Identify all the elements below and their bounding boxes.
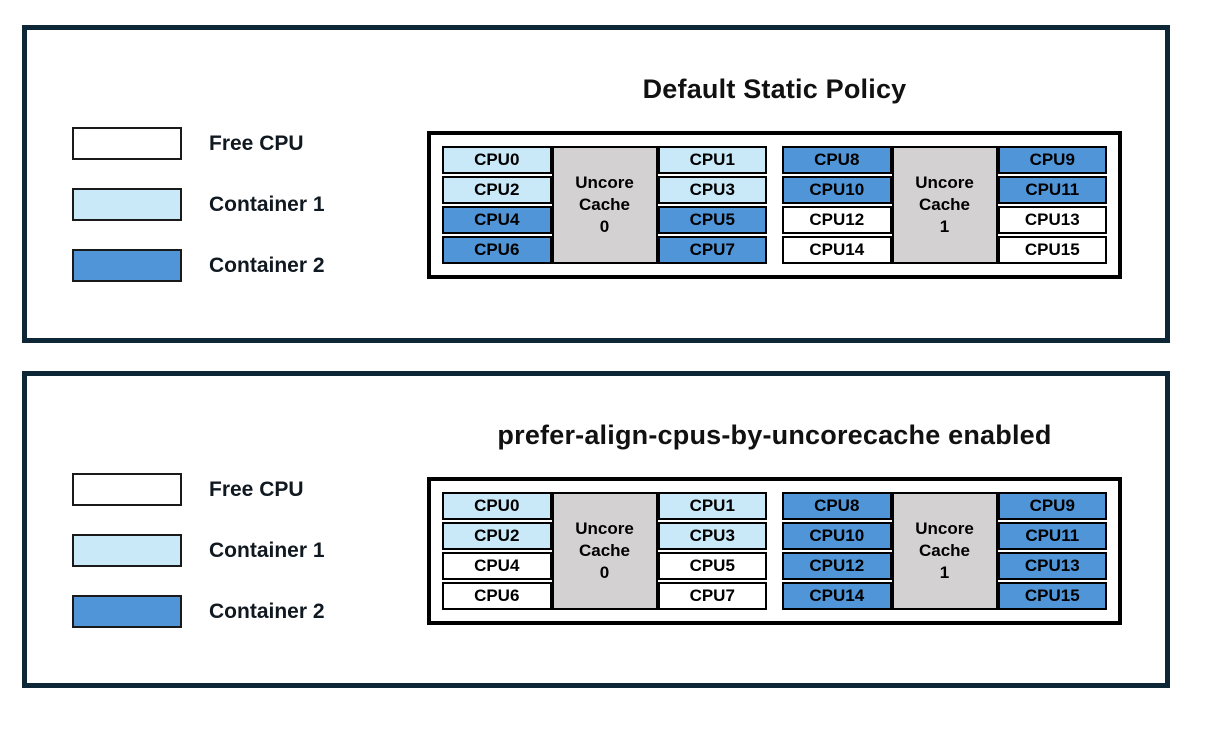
- panel-default-static-policy: Default Static Policy Free CPU Container…: [22, 25, 1170, 343]
- cpu-cell: CPU15: [997, 582, 1107, 610]
- legend-item-container-1: Container 1: [72, 188, 325, 221]
- cpu-column-right: CPU9 CPU11 CPU13 CPU15: [997, 146, 1107, 264]
- cpu-cell: CPU2: [442, 522, 552, 550]
- cpu-cell: CPU8: [782, 146, 892, 174]
- cpu-cell: CPU12: [782, 206, 892, 234]
- legend: Free CPU Container 1 Container 2: [72, 473, 325, 656]
- panel-prefer-align-enabled: prefer-align-cpus-by-uncorecache enabled…: [22, 371, 1170, 688]
- cpu-cell: CPU3: [657, 176, 767, 204]
- cpu-column-left: CPU0 CPU2 CPU4 CPU6: [442, 492, 552, 610]
- legend-item-container-2: Container 2: [72, 595, 325, 628]
- cpu-cell: CPU8: [782, 492, 892, 520]
- uncore-cache-block-0: Uncore Cache 0: [551, 492, 658, 610]
- uncore-cache-group-1: CPU8 CPU10 CPU12 CPU14 Uncore Cache 1 CP…: [782, 146, 1107, 264]
- socket-diagram: CPU0 CPU2 CPU4 CPU6 Uncore Cache 0 CPU1 …: [427, 131, 1122, 279]
- uncore-cache-group-0: CPU0 CPU2 CPU4 CPU6 Uncore Cache 0 CPU1 …: [442, 492, 767, 610]
- cpu-column-right: CPU9 CPU11 CPU13 CPU15: [997, 492, 1107, 610]
- cpu-column-right: CPU1 CPU3 CPU5 CPU7: [657, 146, 767, 264]
- cpu-column-left: CPU8 CPU10 CPU12 CPU14: [782, 492, 892, 610]
- cpu-column-left: CPU8 CPU10 CPU12 CPU14: [782, 146, 892, 264]
- socket-diagram: CPU0 CPU2 CPU4 CPU6 Uncore Cache 0 CPU1 …: [427, 477, 1122, 625]
- cpu-cell: CPU0: [442, 146, 552, 174]
- cpu-cell: CPU0: [442, 492, 552, 520]
- cpu-cell: CPU1: [657, 492, 767, 520]
- cpu-cell: CPU13: [997, 206, 1107, 234]
- legend-label: Container 1: [209, 538, 325, 562]
- panel-title: Default Static Policy: [642, 74, 907, 104]
- cache-label-line: Cache: [578, 540, 631, 560]
- cpu-cell: CPU5: [657, 206, 767, 234]
- legend-swatch-container-2: [72, 595, 182, 628]
- legend-item-free-cpu: Free CPU: [72, 127, 325, 160]
- cpu-cell: CPU9: [997, 146, 1107, 174]
- cpu-cell: CPU1: [657, 146, 767, 174]
- legend-swatch-container-2: [72, 249, 182, 282]
- cache-label-line: Uncore: [915, 172, 974, 192]
- cpu-cell: CPU7: [657, 582, 767, 610]
- legend-label: Container 2: [209, 253, 325, 277]
- uncore-cache-group-0: CPU0 CPU2 CPU4 CPU6 Uncore Cache 0 CPU1 …: [442, 146, 767, 264]
- cpu-cell: CPU6: [442, 236, 552, 264]
- cpu-cell: CPU4: [442, 552, 552, 580]
- cpu-cell: CPU9: [997, 492, 1107, 520]
- legend-item-container-2: Container 2: [72, 249, 325, 282]
- legend-label: Free CPU: [209, 477, 304, 501]
- legend-label: Container 2: [209, 599, 325, 623]
- uncore-cache-block-0: Uncore Cache 0: [551, 146, 658, 264]
- cpu-cell: CPU10: [782, 522, 892, 550]
- cpu-cell: CPU11: [997, 176, 1107, 204]
- cpu-cell: CPU13: [997, 552, 1107, 580]
- cache-label-line: Cache: [918, 540, 971, 560]
- cache-label-line: Uncore: [575, 518, 634, 538]
- cache-label-line: Cache: [578, 194, 631, 214]
- uncore-cache-group-1: CPU8 CPU10 CPU12 CPU14 Uncore Cache 1 CP…: [782, 492, 1107, 610]
- legend-label: Container 1: [209, 192, 325, 216]
- cpu-cell: CPU14: [782, 582, 892, 610]
- uncore-cache-block-1: Uncore Cache 1: [891, 146, 998, 264]
- cpu-cell: CPU3: [657, 522, 767, 550]
- cpu-cell: CPU10: [782, 176, 892, 204]
- cpu-cell: CPU2: [442, 176, 552, 204]
- cpu-cell: CPU6: [442, 582, 552, 610]
- cache-label-line: Uncore: [915, 518, 974, 538]
- legend-swatch-free-cpu: [72, 473, 182, 506]
- cpu-cell: CPU12: [782, 552, 892, 580]
- cpu-column-left: CPU0 CPU2 CPU4 CPU6: [442, 146, 552, 264]
- legend-swatch-container-1: [72, 188, 182, 221]
- cpu-cell: CPU7: [657, 236, 767, 264]
- cache-label-line: Cache: [918, 194, 971, 214]
- cache-label-line: 0: [599, 217, 610, 237]
- cpu-cell: CPU14: [782, 236, 892, 264]
- cpu-cell: CPU15: [997, 236, 1107, 264]
- cache-label-line: 0: [599, 563, 610, 583]
- cpu-column-right: CPU1 CPU3 CPU5 CPU7: [657, 492, 767, 610]
- legend-swatch-free-cpu: [72, 127, 182, 160]
- legend-swatch-container-1: [72, 534, 182, 567]
- panel-title: prefer-align-cpus-by-uncorecache enabled: [497, 420, 1052, 450]
- cpu-cell: CPU4: [442, 206, 552, 234]
- uncore-cache-block-1: Uncore Cache 1: [891, 492, 998, 610]
- cpu-cell: CPU5: [657, 552, 767, 580]
- legend-item-container-1: Container 1: [72, 534, 325, 567]
- cache-label-line: 1: [939, 563, 950, 583]
- legend: Free CPU Container 1 Container 2: [72, 127, 325, 310]
- cpu-cell: CPU11: [997, 522, 1107, 550]
- cache-label-line: 1: [939, 217, 950, 237]
- legend-item-free-cpu: Free CPU: [72, 473, 325, 506]
- cache-label-line: Uncore: [575, 172, 634, 192]
- legend-label: Free CPU: [209, 131, 304, 155]
